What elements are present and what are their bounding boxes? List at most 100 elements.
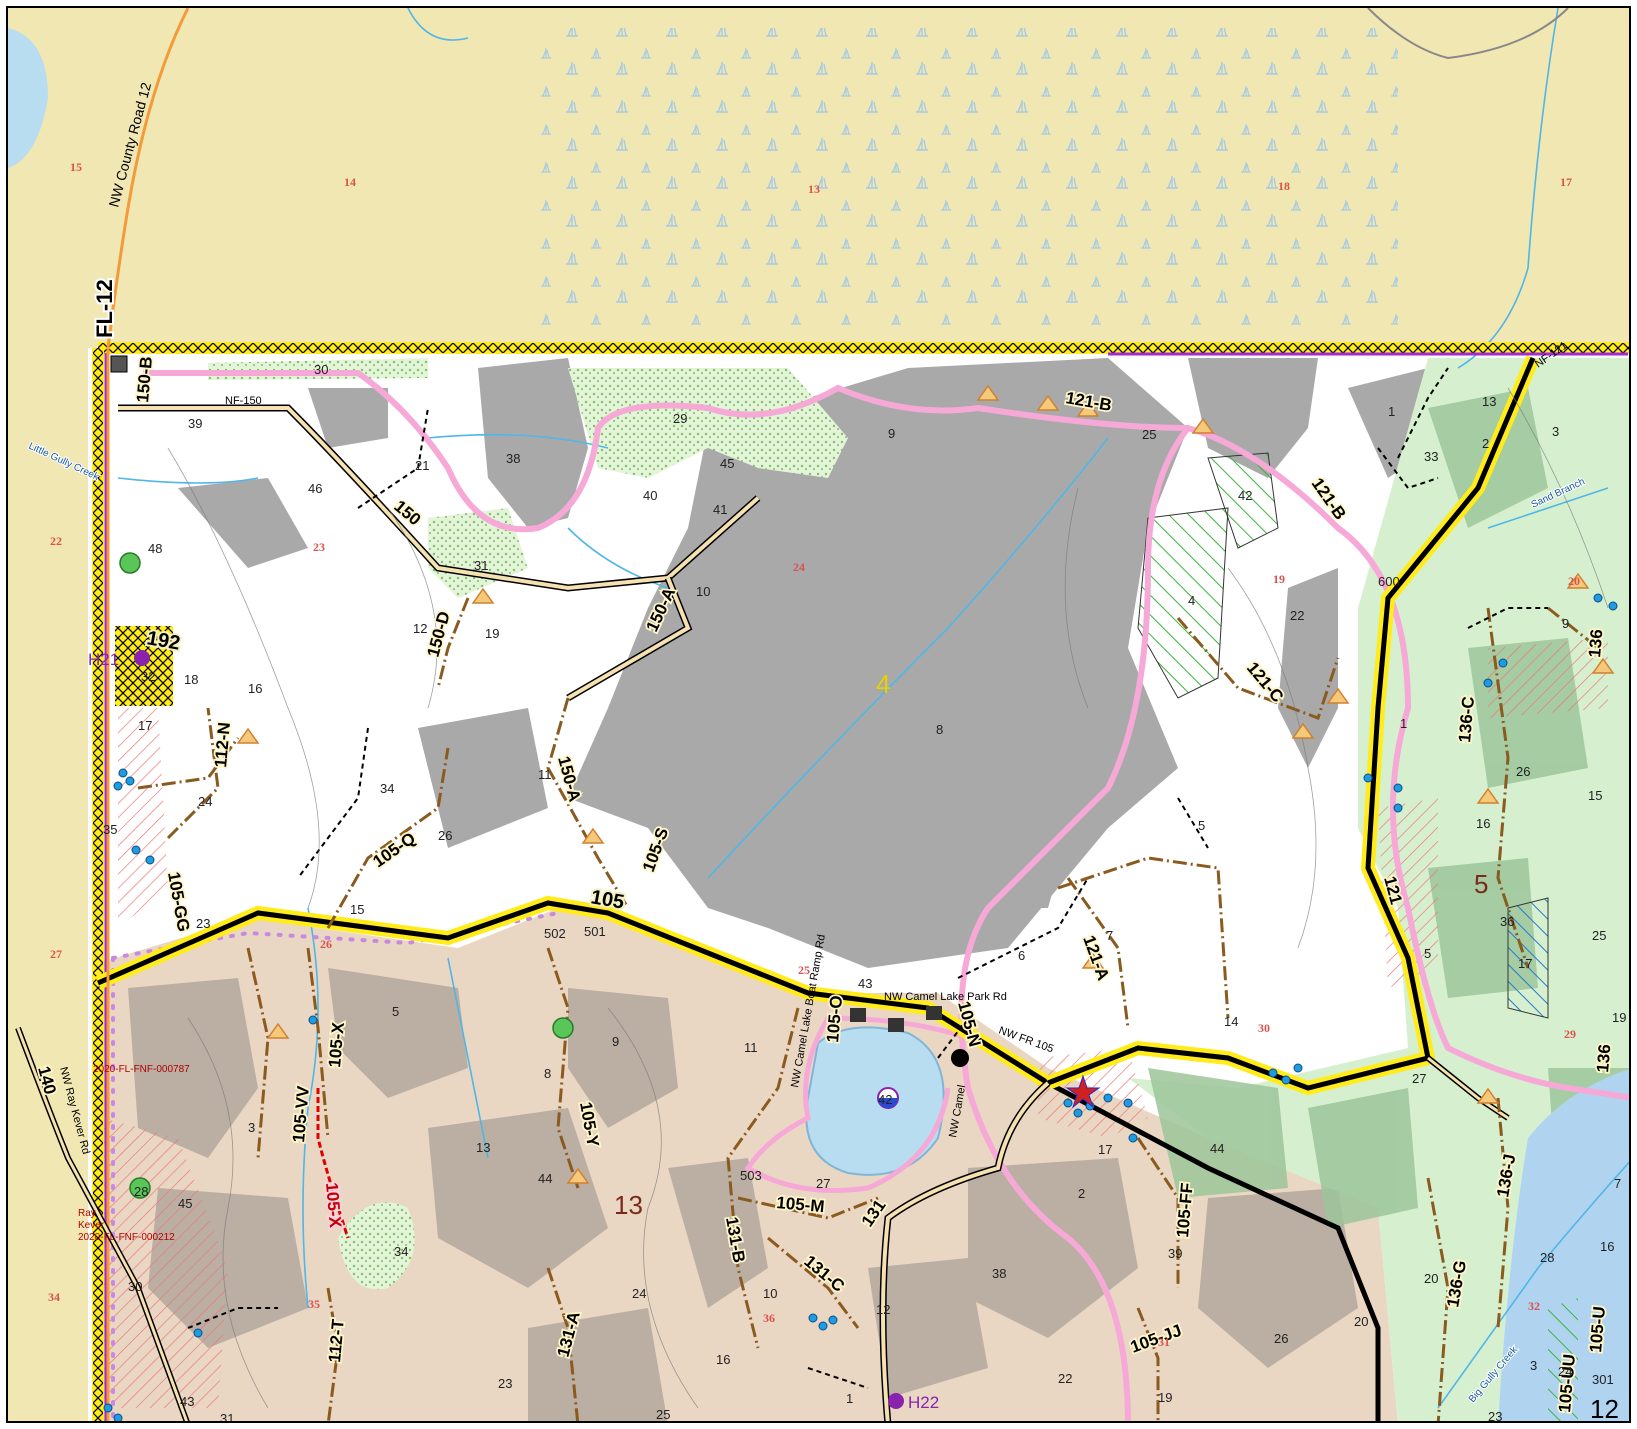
svg-text:1: 1 [846,1391,853,1406]
svg-text:18: 18 [184,672,198,687]
svg-text:19: 19 [485,626,499,641]
svg-text:27: 27 [1412,1071,1426,1086]
svg-text:46: 46 [308,481,322,496]
green-stand-34 [338,1202,415,1290]
section-numbers: 15 14 13 18 17 22 23 24 19 20 27 26 25 3… [48,160,1580,1349]
road-105-main [95,895,1381,1421]
svg-text:23: 23 [313,540,325,554]
hydrant-h21-label: H21 [88,650,119,669]
svg-text:24: 24 [1558,1364,1572,1379]
svg-text:26: 26 [438,828,452,843]
svg-text:34: 34 [48,1290,60,1304]
pink-trail-north [143,370,1629,1101]
hydrant-h22-marker[interactable] [888,1393,904,1409]
svg-text:6: 6 [1018,948,1025,963]
camel-lake [805,1026,945,1176]
warning-markers [236,384,1615,1184]
svg-text:42: 42 [1238,488,1252,503]
svg-text:44: 44 [1210,1141,1224,1156]
svg-text:3: 3 [1530,1358,1537,1373]
dashed-roads [137,597,1599,1421]
svg-text:9: 9 [612,1034,619,1049]
svg-text:27: 27 [816,1176,830,1191]
secondary-roads [118,404,1510,1421]
svg-text:1: 1 [1388,404,1395,419]
hatch-stand-9 [1488,638,1608,718]
marsh-area [528,28,1398,328]
hydrant-h21-marker[interactable] [134,650,150,666]
svg-text:35: 35 [103,822,117,837]
crosshatch-parcel-192 [115,626,173,706]
road-label-112-t: 112-T [325,1318,348,1364]
svg-text:301: 301 [1592,1372,1614,1387]
svg-text:34: 34 [380,781,394,796]
map-canvas[interactable]: H21 H22 FL-12 140 NW Ray Kever Rd NW Cou… [8,8,1631,1423]
svg-text:28: 28 [1540,1250,1554,1265]
svg-text:25: 25 [798,963,810,977]
svg-text:31: 31 [220,1411,234,1423]
svg-text:48: 48 [148,541,162,556]
svg-text:15: 15 [350,902,364,917]
camel-park-road-label: NW Camel Lake Park Rd [884,991,1007,1003]
svg-text:9: 9 [888,426,895,441]
svg-text:600: 600 [1378,574,1400,589]
svg-text:7: 7 [1106,928,1113,943]
svg-text:30: 30 [314,362,328,377]
green-hatch-stand-uu [1548,1298,1578,1421]
contour-lines [167,387,1609,1409]
svg-text:4: 4 [1188,593,1195,608]
svg-text:5: 5 [1198,818,1205,833]
svg-text:34: 34 [394,1244,408,1259]
svg-text:8: 8 [544,1066,551,1081]
svg-text:8: 8 [936,722,943,737]
svg-text:17: 17 [1518,956,1532,971]
svg-text:13: 13 [808,182,820,196]
svg-text:3: 3 [1552,424,1559,439]
svg-text:45: 45 [720,456,734,471]
pink-trail-south [958,426,1191,1421]
svg-text:45: 45 [178,1196,192,1211]
blue-dots [103,593,1618,1421]
road-label-112-n: 112-N [211,721,234,768]
svg-text:2: 2 [1078,1186,1085,1201]
note-kever: Kever [78,1220,105,1231]
svg-text:26: 26 [1516,764,1530,779]
svg-text:22: 22 [1058,1371,1072,1386]
svg-text:29: 29 [673,411,687,426]
svg-text:42: 42 [878,1092,892,1107]
svg-text:23: 23 [1488,1409,1502,1423]
svg-text:32: 32 [141,669,155,684]
hatch-stand-west [118,708,168,928]
svg-text:3: 3 [248,1120,255,1135]
road-label-136-south: 136 [1593,1043,1614,1073]
svg-text:36: 36 [763,1311,775,1325]
svg-text:19: 19 [1273,572,1285,586]
svg-text:44: 44 [538,1171,552,1186]
svg-text:22: 22 [50,534,62,548]
svg-text:14: 14 [1224,1014,1238,1029]
svg-text:22: 22 [1290,608,1304,623]
svg-text:23: 23 [196,916,210,931]
svg-text:24: 24 [198,794,212,809]
note-permit-1: 2020-FL-FNF-000787 [93,1064,190,1075]
svg-text:39: 39 [1168,1246,1182,1261]
svg-text:17: 17 [1560,175,1572,189]
svg-text:31: 31 [474,558,488,573]
svg-text:21: 21 [415,458,429,473]
svg-text:19: 19 [1158,1390,1172,1405]
svg-text:16: 16 [1600,1239,1614,1254]
svg-text:13: 13 [476,1140,490,1155]
svg-text:25: 25 [1142,427,1156,442]
forest-map[interactable]: H21 H22 FL-12 140 NW Ray Kever Rd NW Cou… [6,6,1631,1423]
svg-text:16: 16 [716,1352,730,1367]
svg-text:24: 24 [632,1286,646,1301]
compartment-5: 5 [1474,869,1488,899]
svg-text:15: 15 [70,160,82,174]
svg-text:5: 5 [1424,946,1431,961]
svg-text:502: 502 [544,926,566,941]
svg-text:41: 41 [713,502,727,517]
svg-text:1: 1 [1400,716,1407,731]
svg-text:20: 20 [1424,1271,1438,1286]
svg-text:13: 13 [1482,394,1496,409]
gray-road-ne [1367,8,1569,60]
